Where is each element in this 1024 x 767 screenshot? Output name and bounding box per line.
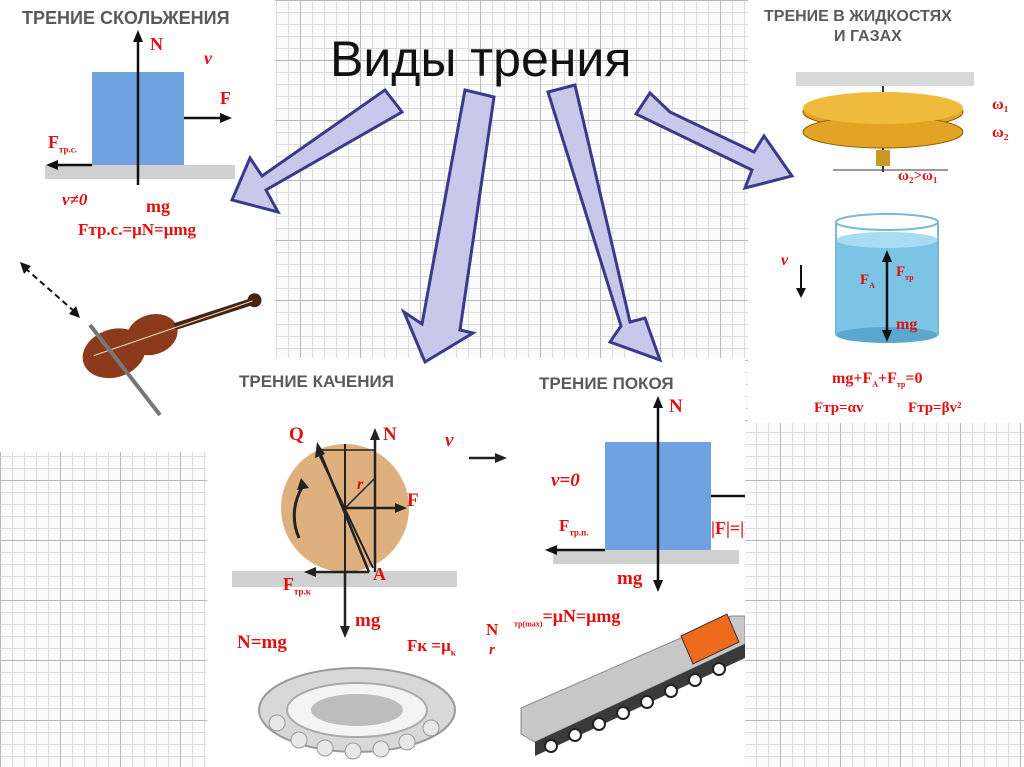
static-surface — [553, 550, 739, 564]
rolling-label-f: F — [407, 490, 419, 511]
fluid-label-v: v — [781, 252, 789, 269]
rolling-q-arrow — [317, 449, 371, 573]
sliding-label-ftr: Fтр.с. — [48, 132, 78, 155]
sliding-formula: Fтр.с.=μN=μmg — [78, 220, 197, 239]
rolling-label-n: N — [383, 424, 397, 445]
sliding-diagram — [20, 30, 262, 417]
page-title: Виды трения — [330, 31, 632, 87]
rolling-label-ftr: Fтр.к — [283, 574, 311, 597]
static-condition: v=0 — [551, 470, 580, 491]
fluid-label-mg: mg — [896, 316, 918, 333]
fluid-diagram — [796, 72, 974, 343]
fluid-label-ftr: Fтр — [896, 264, 914, 282]
sliding-condition: v≠0 — [62, 190, 88, 209]
motion-double-arrow — [24, 267, 76, 313]
sliding-heading: ТРЕНИЕ СКОЛЬЖЕНИЯ — [22, 8, 230, 28]
rolling-label-v: v — [445, 430, 454, 451]
rolling-eq-fk: Fк =μк — [407, 636, 456, 658]
sliding-label-v: v — [204, 48, 212, 68]
rolling-label-a: A — [373, 564, 386, 584]
fluid-formula-a: Fтр=αv — [814, 400, 864, 416]
rolling-label-q: Q — [289, 424, 304, 445]
static-label-n: N — [669, 396, 683, 417]
rolling-eq-frac-bot: r — [489, 642, 495, 658]
static-label-ftr: Fтр.п. — [559, 516, 589, 538]
rolling-eq-frac-top: N — [486, 620, 499, 639]
sliding-friction-panel: ТРЕНИЕ СКОЛЬЖЕНИЯ N v F Fтр.с. mg v≠0 Fт… — [0, 0, 275, 452]
fluid-balance-equation: mg+FA+Fтр=0 — [832, 370, 923, 390]
sliding-label-mg: mg — [146, 196, 170, 216]
static-diagram — [520, 396, 745, 756]
arrow-to-rolling — [400, 88, 496, 365]
omega2-label: ω₂ — [992, 124, 1009, 141]
rotation-arrow — [292, 485, 305, 539]
arrow-to-static — [546, 83, 663, 363]
fluid-heading-line2: И ГАЗАХ — [834, 28, 902, 45]
sliding-label-n: N — [150, 34, 163, 54]
violin-bow — [88, 323, 162, 417]
fluid-heading-line1: ТРЕНИЕ В ЖИДКОСТЯХ — [764, 8, 952, 25]
static-label-mg: mg — [617, 568, 643, 589]
rolling-eq-n: N=mg — [237, 632, 287, 653]
omega1-label: ω₁ — [992, 96, 1009, 113]
conveyor-box — [680, 613, 740, 665]
top-plate — [796, 72, 974, 86]
static-eq-mod: |F|=|Fтр.п.| — [711, 518, 745, 538]
rolling-label-r: r — [357, 476, 364, 493]
rolling-label-mg: mg — [355, 610, 381, 631]
fluid-formula-b: Fтр=βv² — [908, 400, 962, 416]
rolling-heading: ТРЕНИЕ КАЧЕНИЯ — [239, 372, 394, 391]
fluid-friction-panel: ТРЕНИЕ В ЖИДКОСТЯХ И ГАЗАХ ω₁ ω₂ ω₂>ω₁ v… — [748, 0, 1024, 423]
rolling-diagram — [232, 428, 507, 760]
rolling-friction-panel: ТРЕНИЕ КАЧЕНИЯ Q N v F r A — [207, 358, 513, 767]
omega-relation: ω₂>ω₁ — [898, 168, 938, 184]
sliding-surface — [45, 165, 235, 179]
static-heading: ТРЕНИЕ ПОКОЯ — [539, 374, 674, 393]
static-formula: Fтр(max)=μN=μmg — [513, 606, 621, 629]
sliding-label-f: F — [220, 88, 231, 108]
fluid-label-fa: FA — [860, 272, 875, 290]
static-friction-panel: ТРЕНИЕ ПОКОЯ N v=0 F Fтр.п. |F|=|Fтр.п.|… — [513, 358, 745, 767]
